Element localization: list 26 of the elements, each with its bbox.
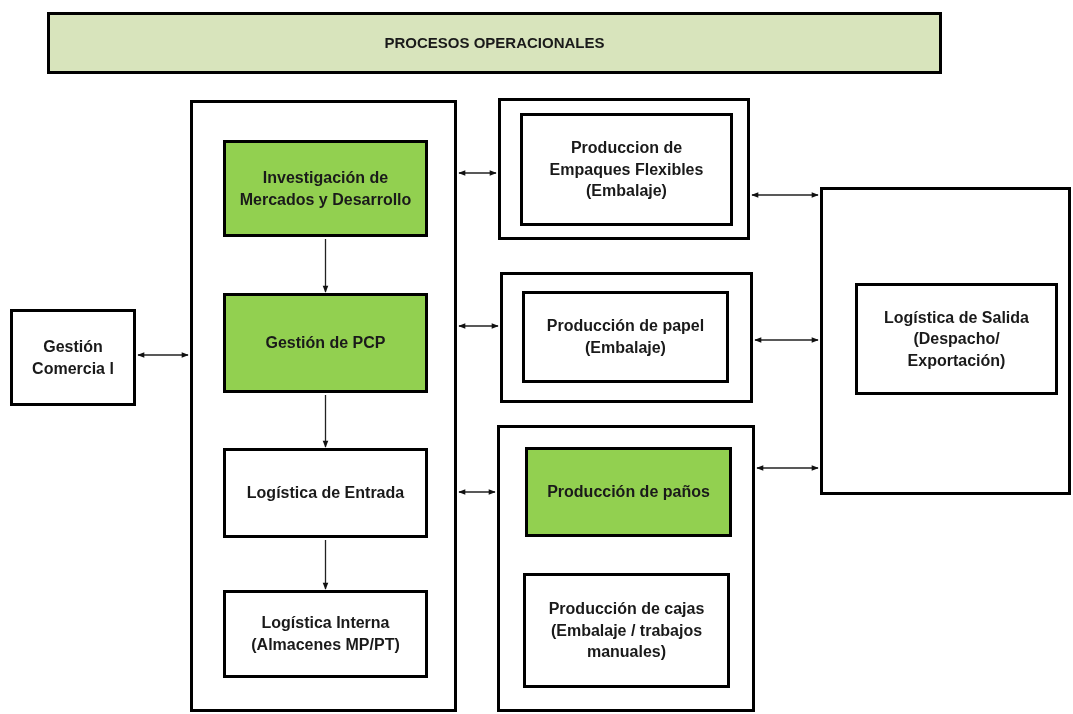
container-box [190, 100, 457, 712]
arrow [322, 394, 329, 448]
arrow [458, 489, 496, 495]
arrow [751, 192, 819, 198]
arrow [137, 352, 189, 358]
process-box: Producción de cajas (Embalaje / trabajos manuales) [523, 573, 730, 688]
title-band: PROCESOS OPERACIONALES [47, 12, 942, 74]
process-box: Logística de Salida (Despacho/ Exportación) [855, 283, 1058, 395]
process-box: Produccion de Empaques Flexibles (Embalaje) [520, 113, 733, 226]
arrow [458, 170, 497, 176]
process-box: Producción de papel (Embalaje) [522, 291, 729, 383]
process-box: Gestión de PCP [223, 293, 428, 393]
arrow [754, 337, 819, 343]
process-box: Logística de Entrada [223, 448, 428, 538]
container-box [500, 272, 753, 403]
process-box: Gestión Comercia l [10, 309, 136, 406]
process-box: Investigación de Mercados y Desarrollo [223, 140, 428, 237]
container-box [820, 187, 1071, 495]
arrow [458, 323, 499, 329]
container-box [497, 425, 755, 712]
arrow [322, 539, 329, 590]
container-box [498, 98, 750, 240]
arrow [756, 465, 819, 471]
process-box: Producción de paños [525, 447, 732, 537]
process-box: Logística Interna (Almacenes MP/PT) [223, 590, 428, 678]
arrow [322, 238, 329, 293]
